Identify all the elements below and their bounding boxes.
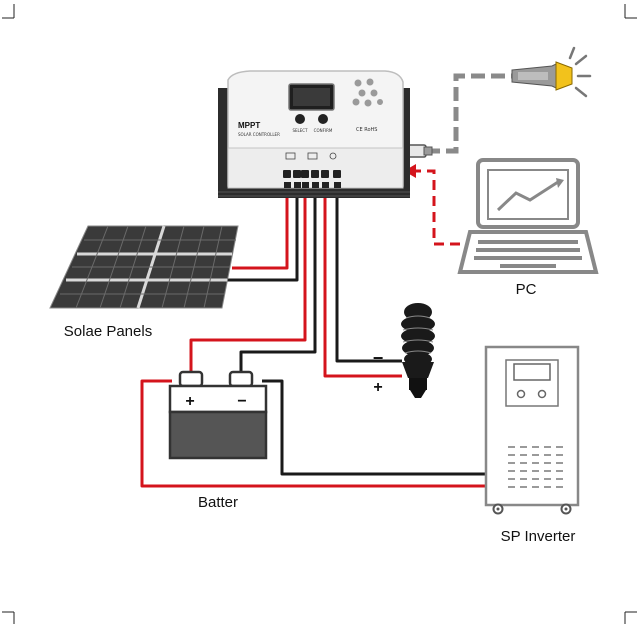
solar-panels-icon: [49, 225, 239, 309]
wire-battery-negative: [239, 186, 317, 372]
laptop-icon: [457, 158, 599, 274]
mppt-controller: SELECT CONFIRM MPPT SOLAR CONTROLLER CE …: [218, 70, 410, 198]
comm-cable: [404, 164, 460, 246]
select-label: SELECT: [292, 128, 308, 133]
battery-plus: +: [185, 393, 194, 410]
brand-text: MPPT: [238, 121, 260, 130]
terminal-block: [283, 170, 341, 178]
wire-load-positive: [323, 186, 402, 378]
battery-minus: −: [237, 393, 246, 410]
crop-marks: [2, 4, 637, 624]
inverter-vents: [508, 446, 563, 488]
light-icon: [511, 46, 592, 98]
wire-inverter-negative: [262, 379, 486, 476]
select-button-knob: [295, 114, 305, 124]
wire-inverter-positive: [140, 379, 486, 488]
confirm-button-knob: [318, 114, 328, 124]
status-icons: [352, 78, 383, 107]
battery-label: Batter: [198, 494, 238, 511]
wire-panel-negative: [222, 186, 299, 282]
confirm-label: CONFIRM: [314, 128, 333, 133]
brand-subtitle: SOLAR CONTROLLER: [238, 132, 280, 137]
bulb-icon: [401, 303, 435, 398]
load-plus: +: [373, 379, 382, 396]
cert-text: CE RoHS: [356, 127, 377, 133]
load-minus: −: [373, 348, 384, 368]
wire-load-negative: [335, 186, 402, 363]
inverter-label: SP Inverter: [501, 528, 576, 545]
battery-icon: + −: [168, 370, 268, 460]
wires: [140, 186, 486, 488]
pc-label: PC: [516, 281, 537, 298]
inverter-icon: [484, 345, 580, 515]
wire-panel-positive: [232, 186, 289, 270]
wire-battery-positive: [189, 186, 307, 372]
port-icons: [285, 152, 337, 160]
usb-cable: [403, 73, 520, 158]
panels-label: Solae Panels: [64, 323, 152, 340]
